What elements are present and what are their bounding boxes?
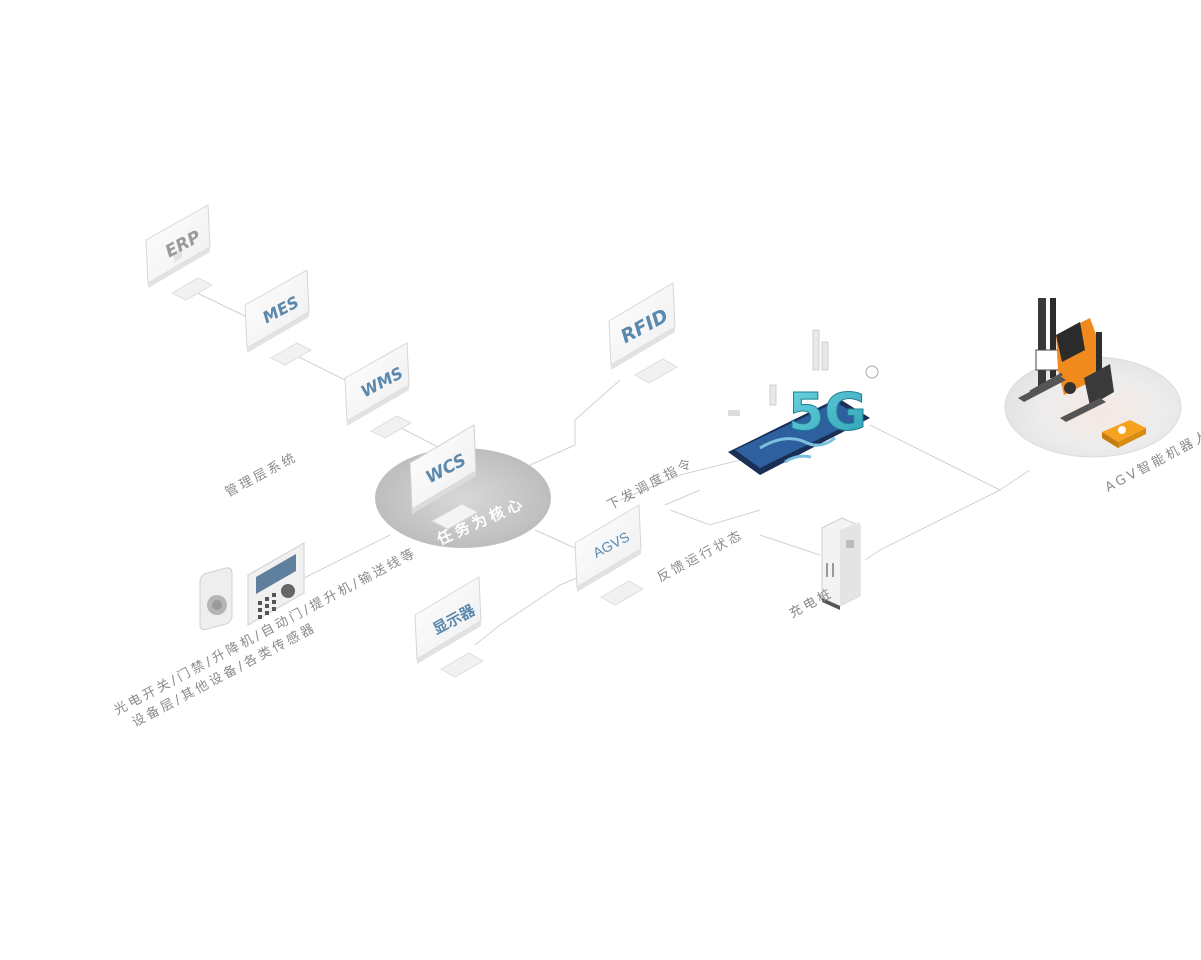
agvs-monitor[interactable]: AGVS [574,504,645,606]
mes-monitor[interactable]: MES [244,269,313,366]
upper-management-label: 管理层系统 [223,450,301,501]
wcs-monitor[interactable]: WCS [409,424,480,530]
dispatch-label: 下发调度指令 [604,454,696,513]
charger-cabinet [821,517,861,610]
devices-label-line2: 设备层/其他设备/各类传感器 [129,619,319,730]
keypad-terminal [247,542,305,626]
5g-network-device: 5G [728,329,879,475]
agv-robot-cluster [1004,298,1182,458]
access-device [199,567,233,631]
status-feedback-label: 反馈运行状态 [655,527,747,585]
wms-monitor[interactable]: WMS [344,342,413,439]
display-monitor[interactable]: 显示器 [414,576,485,678]
network-5g-label: 5G [788,383,867,443]
erp-monitor[interactable]: ERP [145,204,214,301]
rfid-monitor[interactable]: RFID [608,282,679,384]
